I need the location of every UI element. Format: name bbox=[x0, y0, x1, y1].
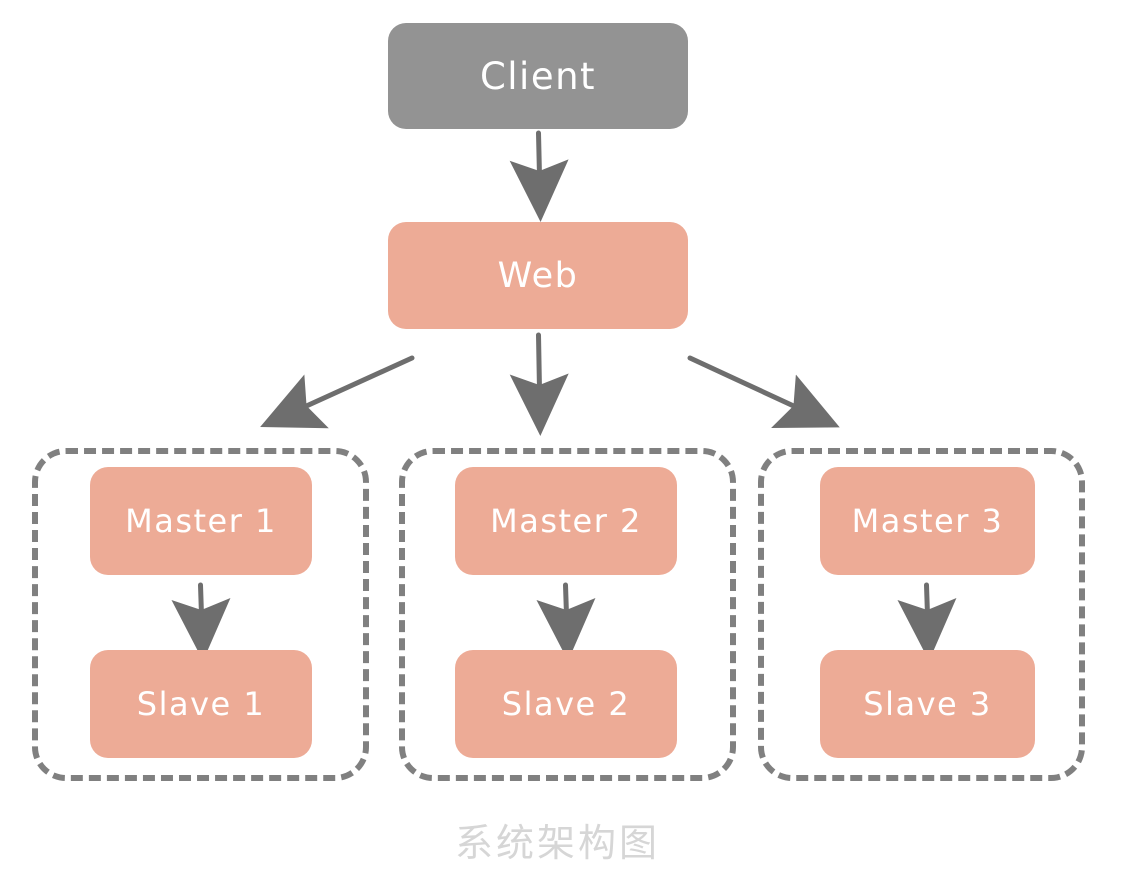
node-client-label: Client bbox=[479, 54, 597, 98]
group-container-3[interactable] bbox=[758, 448, 1085, 781]
group-container-1[interactable] bbox=[32, 448, 369, 781]
group-container-2[interactable] bbox=[399, 448, 736, 781]
arrow-client-to-web bbox=[509, 130, 569, 222]
node-master-1-label: Master 1 bbox=[125, 502, 277, 540]
node-master-2[interactable]: Master 2 bbox=[455, 467, 677, 575]
node-slave-3[interactable]: Slave 3 bbox=[820, 650, 1035, 758]
arrow-web-to-master-2 bbox=[509, 332, 569, 436]
node-slave-1-label: Slave 1 bbox=[136, 685, 266, 723]
node-web-label: Web bbox=[497, 255, 579, 296]
node-web[interactable]: Web bbox=[388, 222, 688, 329]
node-client[interactable]: Client bbox=[388, 23, 688, 129]
diagram-caption: 系统架构图 bbox=[455, 821, 661, 865]
node-slave-2-label: Slave 2 bbox=[501, 685, 631, 723]
node-master-3-label: Master 3 bbox=[851, 502, 1004, 540]
arrow-web-to-master-3 bbox=[687, 355, 840, 429]
node-slave-3-label: Slave 3 bbox=[863, 685, 992, 723]
node-master-3[interactable]: Master 3 bbox=[820, 467, 1035, 575]
node-slave-2[interactable]: Slave 2 bbox=[455, 650, 677, 758]
node-slave-1[interactable]: Slave 1 bbox=[90, 650, 312, 758]
node-master-2-label: Master 2 bbox=[490, 502, 642, 540]
node-master-1[interactable]: Master 1 bbox=[90, 467, 312, 575]
arrow-web-to-master-1 bbox=[260, 355, 415, 429]
